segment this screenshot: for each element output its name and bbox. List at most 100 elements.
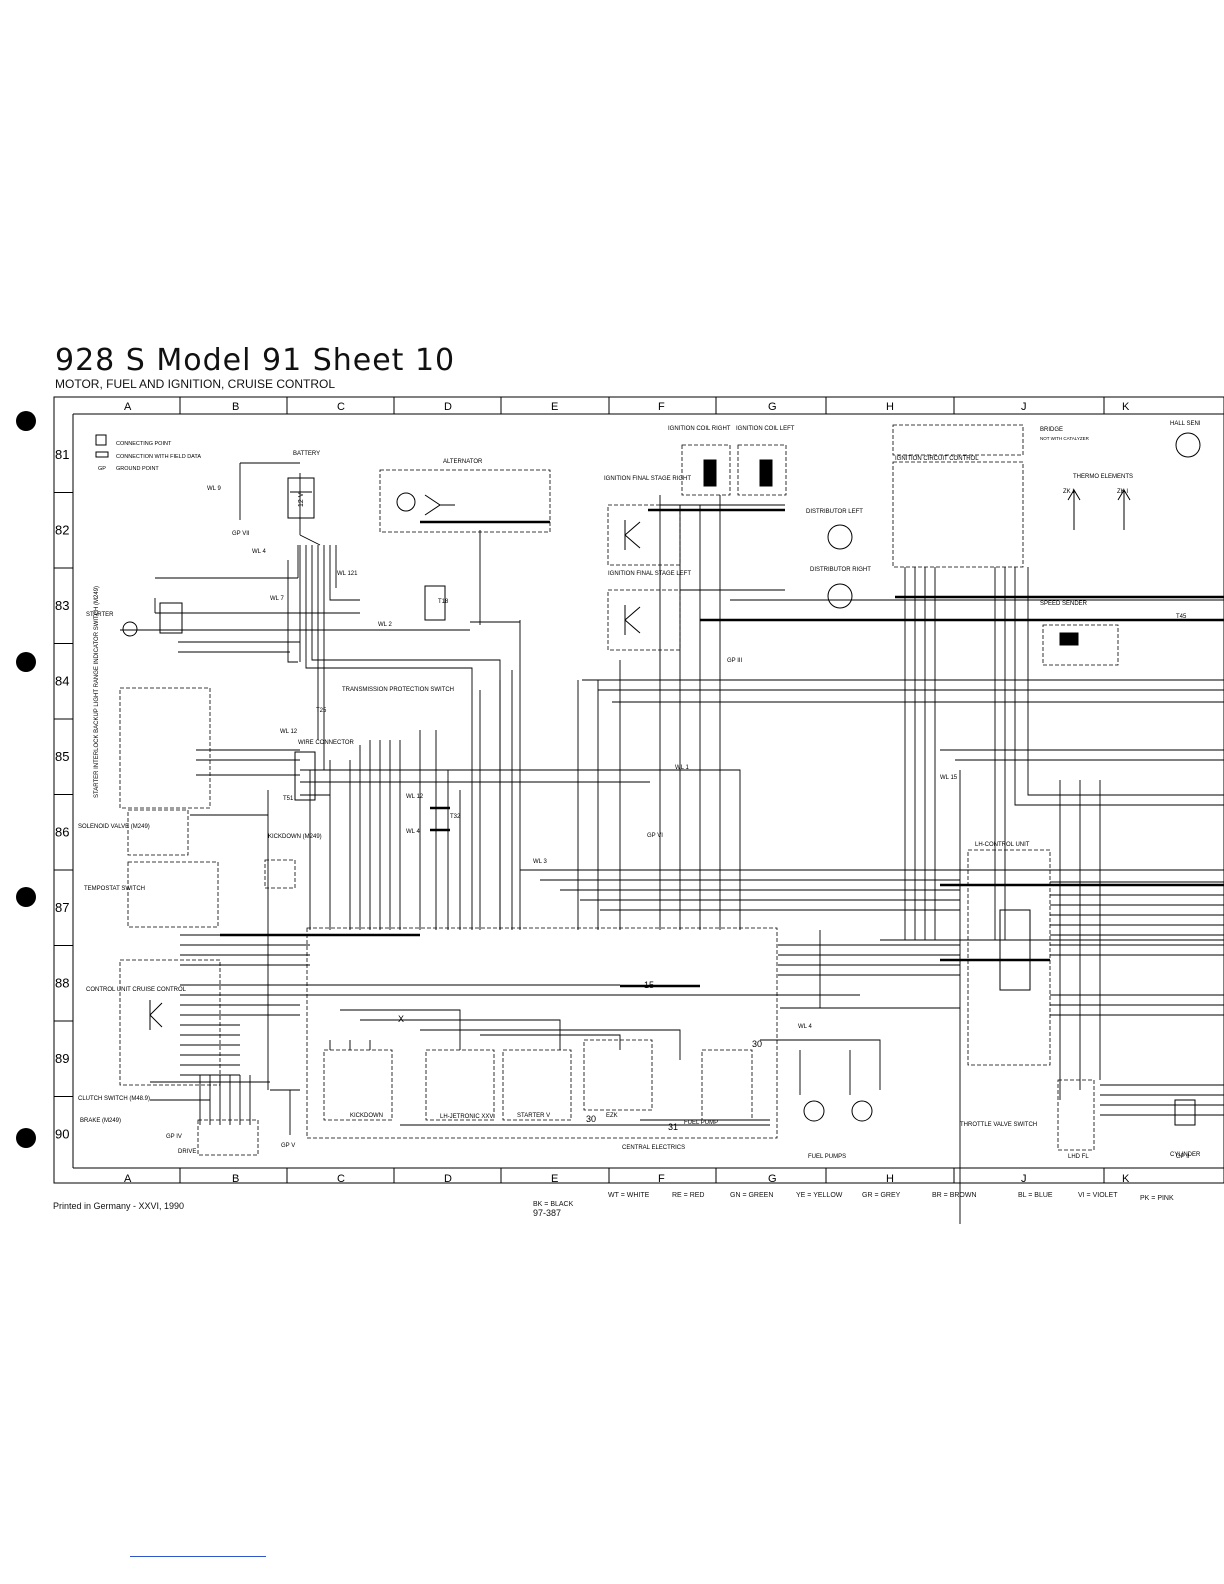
row-label-88: 88 — [55, 976, 69, 991]
label-hall-sender: HALL SENI — [1170, 421, 1201, 427]
label-fuel-pump: FUEL PUMP — [684, 1120, 718, 1126]
column-header-top-a: A — [124, 401, 132, 413]
page-underline — [130, 1556, 266, 1557]
column-header-top-k: K — [1122, 401, 1130, 413]
legend-item: VI = VIOLET — [1078, 1192, 1118, 1199]
column-header-bottom-c: C — [337, 1173, 345, 1185]
wire-label: GP IV — [166, 1134, 182, 1140]
label-ign-final-right: IGNITION FINAL STAGE RIGHT — [604, 476, 691, 482]
column-header-top-c: C — [337, 401, 345, 413]
label-zk1: ZK I — [1063, 489, 1074, 495]
wire-label: 30 — [586, 1114, 596, 1124]
row-label-86: 86 — [55, 825, 69, 840]
column-header-top-f: F — [658, 401, 665, 413]
label-trans-protection: TRANSMISSION PROTECTION SWITCH — [342, 687, 454, 693]
row-label-85: 85 — [55, 749, 69, 764]
label-zk2: ZK I — [1117, 489, 1128, 495]
bus-bars — [220, 508, 1224, 988]
label-fuel-pumps: FUEL PUMPS — [808, 1154, 846, 1160]
label-brake: BRAKE (M249) — [80, 1118, 121, 1124]
column-header-top-b: B — [232, 401, 239, 413]
wire-label: WL 12 — [280, 729, 298, 735]
wire-label: T25 — [316, 708, 327, 714]
legend-item: BR = BROWN — [932, 1192, 977, 1199]
row-label-89: 89 — [55, 1051, 69, 1066]
legend-item: GN = GREEN — [730, 1192, 774, 1199]
row-label-82: 82 — [55, 523, 69, 538]
wire-label: WL 4 — [798, 1024, 812, 1030]
label-kickdown-relay: KICKDOWN — [350, 1113, 383, 1119]
column-header-bottom-d: D — [444, 1173, 452, 1185]
binder-hole-1 — [16, 411, 36, 431]
wire-label: WL 1 — [675, 765, 689, 771]
label-ezk: EZK — [606, 1113, 618, 1119]
key-ground-point: GROUND POINT — [116, 466, 159, 472]
column-header-bottom-h: H — [886, 1173, 894, 1185]
label-central-electrics: CENTRAL ELECTRICS — [622, 1145, 685, 1151]
legend-item: RE = RED — [672, 1192, 705, 1199]
column-header-top-d: D — [444, 401, 452, 413]
wire-lines — [120, 462, 1224, 1224]
legend-item: GR = GREY — [862, 1192, 901, 1199]
wire-label: T51 — [283, 796, 294, 802]
label-battery: BATTERY — [293, 451, 320, 457]
wire-label: GP II — [1176, 1154, 1190, 1160]
printed-note: Printed in Germany - XXVI, 1990 — [53, 1201, 185, 1211]
column-header-bottom-b: B — [232, 1173, 239, 1185]
key-gp-symbol: GP — [98, 466, 106, 472]
label-ign-circuit-control: IGNITION CIRCUIT CONTROL — [895, 456, 979, 462]
row-label-84: 84 — [55, 674, 69, 689]
label-thermo-elements: THERMO ELEMENTS — [1073, 474, 1133, 480]
component-boxes — [119, 424, 1119, 1156]
page-subtitle: MOTOR, FUEL AND IGNITION, CRUISE CONTROL — [55, 377, 336, 391]
row-label-81: 81 — [55, 447, 69, 462]
label-ign-coil-left: IGNITION COIL LEFT — [736, 426, 795, 432]
label-starter: STARTER — [86, 612, 114, 618]
label-lh-control-unit: LH-CONTROL UNIT — [975, 842, 1030, 848]
label-battery-voltage: 12 V — [298, 492, 305, 507]
label-solenoid-valve: SOLENOID VALVE (M249) — [78, 824, 150, 830]
diagram-frame — [53, 396, 1224, 1184]
row-ticks — [54, 492, 73, 1097]
component-symbols — [122, 432, 1201, 1126]
column-header-top-h: H — [886, 401, 894, 413]
wire-label: GP VI — [647, 833, 663, 839]
wire-label: WL 121 — [337, 571, 358, 577]
label-distributor-left: DISTRIBUTOR LEFT — [806, 509, 863, 515]
binder-hole-2 — [16, 652, 36, 672]
component-labels: BATTERY 12 V ALTERNATOR STARTER IGNITION… — [78, 421, 1201, 1160]
label-bridge-note: NOT WITH CATALYZER — [1040, 436, 1090, 441]
column-header-bottom-e: E — [551, 1173, 558, 1185]
wire-label: WL 15 — [940, 775, 958, 781]
label-lh-jetronic: LH-JETRONIC XXV — [440, 1114, 493, 1120]
wire-label: WL 4 — [252, 549, 266, 555]
legend-item: YE = YELLOW — [796, 1192, 843, 1199]
label-kickdown-top: KICKDOWN (M249) — [268, 834, 322, 840]
label-cylinder: CYLINDER — [1170, 1152, 1201, 1158]
column-header-top-g: G — [768, 401, 777, 413]
label-drive: DRIVE — [178, 1149, 196, 1155]
wire-label: 31 — [668, 1122, 678, 1132]
legend-item: WT = WHITE — [608, 1192, 650, 1199]
wire-label: WL 7 — [270, 596, 284, 602]
row-label-83: 83 — [55, 598, 69, 613]
wire-label: 30 — [752, 1039, 762, 1049]
wire-label: GP III — [727, 658, 743, 664]
legend-item: BL = BLUE — [1018, 1192, 1053, 1199]
label-alternator: ALTERNATOR — [443, 459, 483, 465]
label-bridge: BRIDGE — [1040, 427, 1063, 433]
document-number: BK = BLACK 97-387 — [533, 1201, 573, 1218]
key-connecting-point: CONNECTING POINT — [116, 441, 172, 447]
wire-label: T45 — [1176, 614, 1187, 620]
label-starter-interlock: STARTER INTERLOCK BACKUP LIGHT RANGE IND… — [94, 586, 100, 798]
wire-label: 15 — [644, 980, 654, 990]
binder-hole-3 — [16, 887, 36, 907]
label-temp-switch: TEMPOSTAT SWITCH — [84, 886, 145, 892]
label-ign-coil-right: IGNITION COIL RIGHT — [668, 426, 731, 432]
wire-label: WL 3 — [533, 859, 547, 865]
column-header-bottom-j: J — [1021, 1173, 1027, 1185]
column-header-top-j: J — [1021, 401, 1027, 413]
legend-black: BK = BLACK — [533, 1201, 574, 1208]
label-speed-sender: SPEED SENDER — [1040, 601, 1088, 607]
